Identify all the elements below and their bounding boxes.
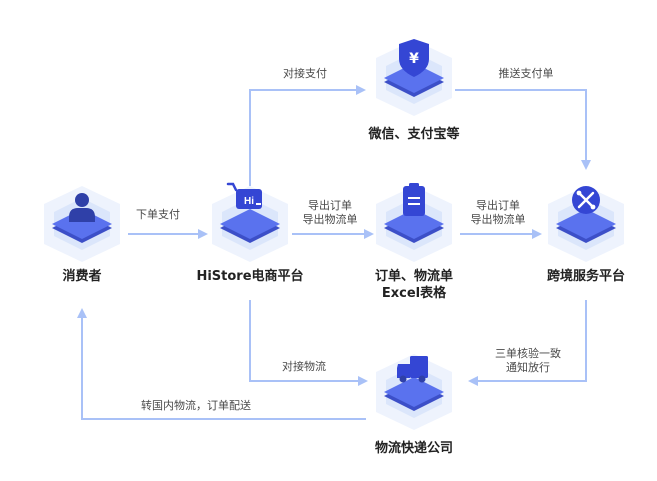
order-label-line2: Excel表格 [381,286,447,301]
consumer-label: 消费者 [62,269,102,284]
yen-shield-icon: ¥ [399,39,429,77]
node-order [376,183,452,262]
tools-icon [572,186,600,214]
edge-platform-to-payment [249,85,366,186]
cart-icon: Hi [226,182,262,209]
edge-label-export-b-line2: 导出物流单 [470,213,526,226]
edge-logistics-to-consumer [77,308,366,420]
edge-label-verify: 三单核验一致 通知放行 [495,347,561,375]
platform-label: HiStore电商平台 [196,269,304,284]
payment-label: 微信、支付宝等 [368,127,460,142]
edge-label-connect-logistics: 对接物流 [282,360,326,373]
node-payment: ¥ [376,39,452,116]
edge-label-export-a: 导出订单 导出物流单 [303,199,358,227]
crossborder-label: 跨境服务平台 [546,269,626,284]
node-crossborder [548,186,624,262]
order-label-line1: 订单、物流单 [374,269,454,284]
edge-label-export-b: 导出订单 导出物流单 [471,199,526,227]
edge-label-place-order: 下单支付 [136,208,180,221]
node-consumer [44,186,120,262]
cart-icon-text: Hi [244,196,254,207]
edge-label-export-b-line1: 导出订单 [476,199,520,212]
clipboard-icon [403,183,425,216]
edge-label-verify-line1: 三单核验一致 [495,347,561,360]
edge-label-push-payment: 推送支付单 [498,67,554,80]
truck-icon [397,356,428,383]
edge-payment-to-crossborder [455,89,591,170]
edge-label-verify-line2: 通知放行 [506,361,550,374]
yen-icon-text: ¥ [409,51,419,67]
node-platform: Hi [212,182,288,262]
edge-platform-to-logistics [249,300,368,386]
person-icon [69,193,95,222]
node-logistics [376,354,452,430]
edge-label-export-a-line1: 导出订单 [308,199,352,212]
edge-label-connect-payment: 对接支付 [283,67,327,80]
edge-crossborder-to-logistics [468,300,587,386]
order-label: 订单、物流单 Excel表格 [375,268,453,302]
edge-label-export-a-line2: 导出物流单 [302,213,358,226]
logistics-label: 物流快递公司 [374,441,454,456]
edge-label-transfer: 转国内物流，订单配送 [141,399,251,412]
